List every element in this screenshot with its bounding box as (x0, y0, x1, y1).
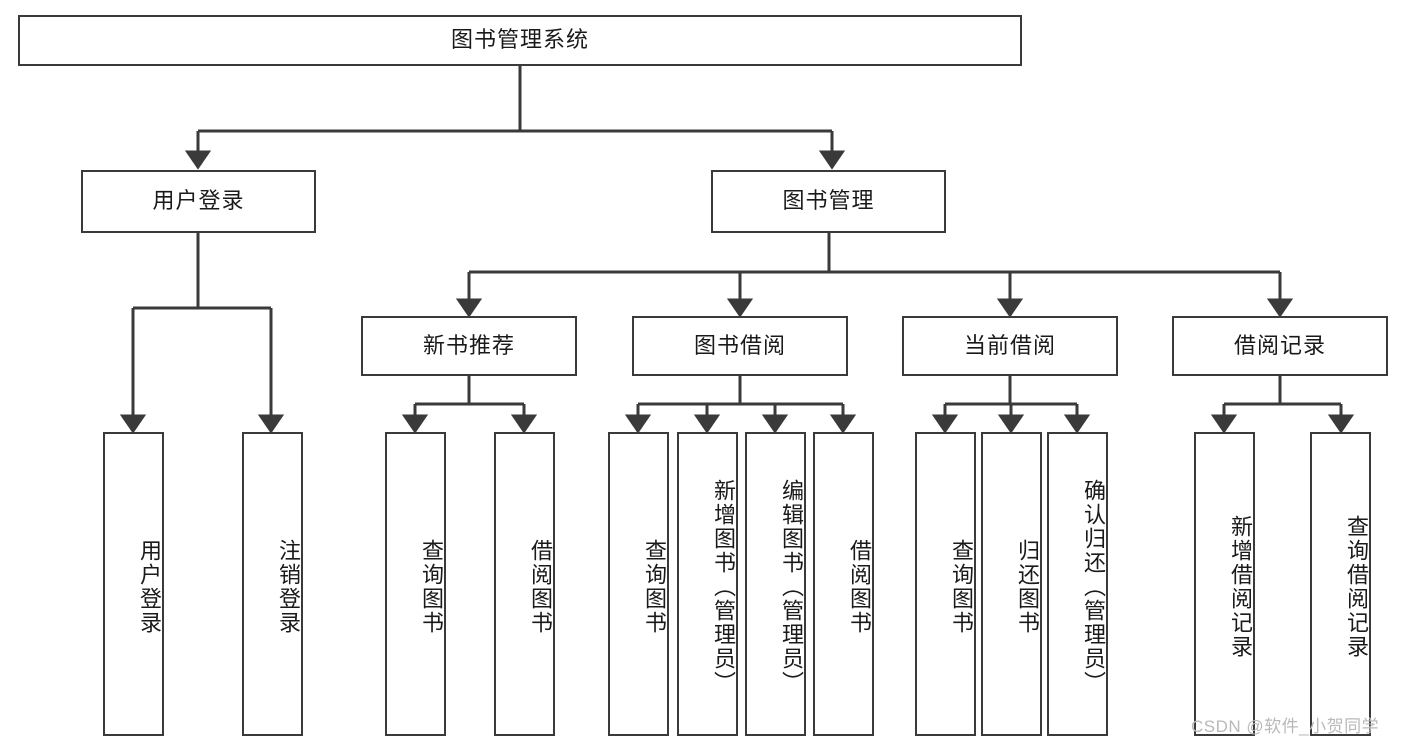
leaf-logout-login[interactable]: 注销登录 (242, 432, 303, 736)
leaf-confirm-return-admin[interactable]: 确认归还（管理员） (1047, 432, 1108, 736)
leaf-label: 查询图书 (419, 539, 444, 635)
leaf-add-book-admin[interactable]: 新增图书（管理员） (677, 432, 738, 736)
leaf-borrow-book-recommend[interactable]: 借阅图书 (494, 432, 555, 736)
leaf-add-borrow-record[interactable]: 新增借阅记录 (1194, 432, 1255, 736)
leaf-label: 查询图书 (949, 539, 974, 635)
leaf-user-login[interactable]: 用户登录 (103, 432, 164, 736)
leaf-edit-book-admin[interactable]: 编辑图书（管理员） (745, 432, 806, 736)
node-new-book-recommend[interactable]: 新书推荐 (361, 316, 577, 376)
node-borrow-record[interactable]: 借阅记录 (1172, 316, 1388, 376)
node-root-system[interactable]: 图书管理系统 (18, 15, 1022, 66)
node-book-borrow[interactable]: 图书借阅 (632, 316, 848, 376)
leaf-query-book-borrow[interactable]: 查询图书 (608, 432, 669, 736)
leaf-label: 借阅图书 (847, 539, 872, 635)
node-book-manage[interactable]: 图书管理 (711, 170, 946, 233)
leaf-label: 归还图书 (1015, 539, 1040, 635)
leaf-label: 注销登录 (276, 539, 301, 635)
leaf-borrow-book-borrow[interactable]: 借阅图书 (813, 432, 874, 736)
leaf-label: 用户登录 (137, 539, 162, 635)
csdn-watermark: CSDN @软件_小贺同学 (1191, 717, 1380, 736)
leaf-return-book[interactable]: 归还图书 (981, 432, 1042, 736)
leaf-label: 新增借阅记录 (1228, 515, 1253, 659)
leaf-label: 编辑图书（管理员） (779, 479, 804, 695)
leaf-label: 借阅图书 (528, 539, 553, 635)
node-current-borrow[interactable]: 当前借阅 (902, 316, 1118, 376)
leaf-query-book-recommend[interactable]: 查询图书 (385, 432, 446, 736)
node-user-login[interactable]: 用户登录 (81, 170, 316, 233)
leaf-label: 查询图书 (642, 539, 667, 635)
leaf-label: 确认归还（管理员） (1081, 479, 1106, 695)
leaf-query-borrow-record[interactable]: 查询借阅记录 (1310, 432, 1371, 736)
leaf-label: 查询借阅记录 (1344, 515, 1369, 659)
leaf-query-book-current[interactable]: 查询图书 (915, 432, 976, 736)
leaf-label: 新增图书（管理员） (711, 479, 736, 695)
